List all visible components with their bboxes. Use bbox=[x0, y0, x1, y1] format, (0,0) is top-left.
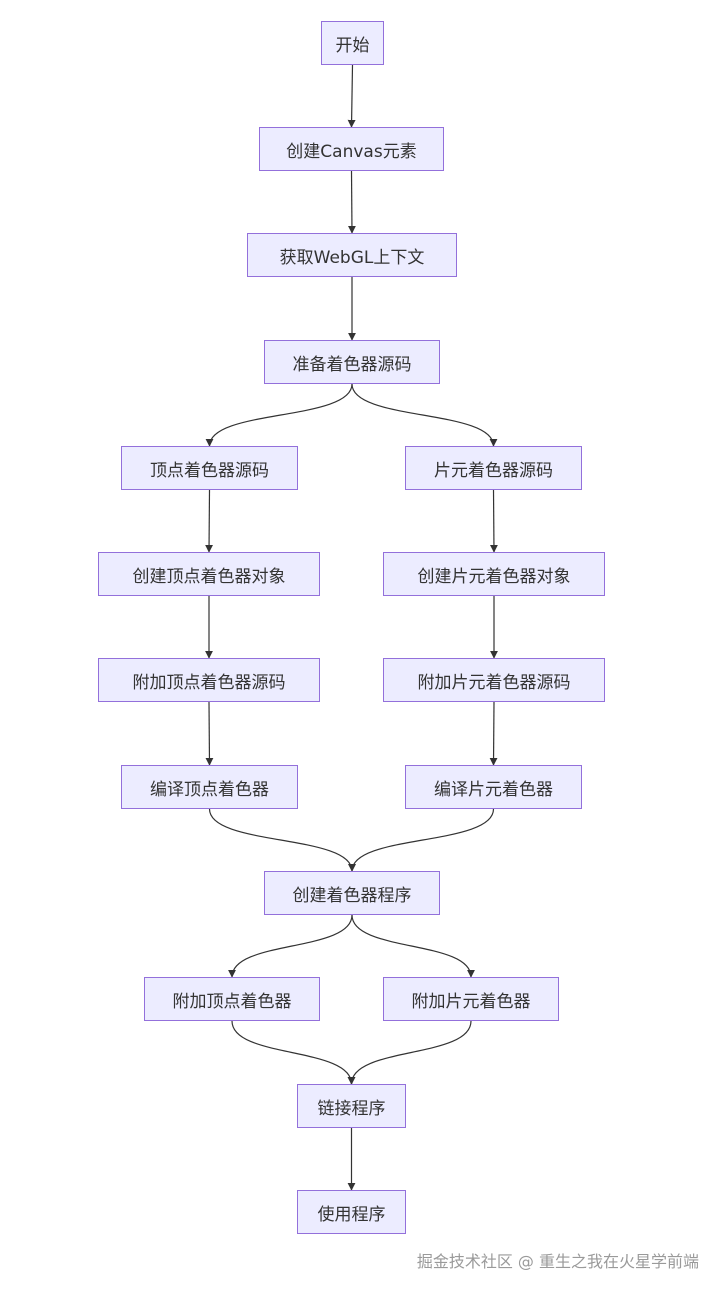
edge-fragment_source-to-create_fragment_shader bbox=[489, 489, 498, 553]
edge-prepare_source-to-vertex_source bbox=[205, 383, 353, 447]
node-compile-vertex-label: 编译顶点着色器 bbox=[150, 779, 269, 800]
node-prepare-source: 准备着色器源码 bbox=[264, 340, 440, 384]
node-compile-vertex: 编译顶点着色器 bbox=[121, 765, 298, 809]
node-attach-vertex-shader: 附加顶点着色器 bbox=[144, 977, 320, 1021]
node-start: 开始 bbox=[321, 21, 384, 65]
node-start-label: 开始 bbox=[335, 35, 370, 56]
edge-attach_fragment_shader-to-link_program bbox=[347, 1020, 472, 1085]
edge-attach_fragment_source-to-compile_fragment bbox=[489, 701, 498, 766]
node-create-vertex-shader: 创建顶点着色器对象 bbox=[98, 552, 320, 596]
node-use-program-label: 使用程序 bbox=[317, 1204, 386, 1225]
node-fragment-source-label: 片元着色器源码 bbox=[434, 460, 553, 481]
node-attach-fragment-source: 附加片元着色器源码 bbox=[383, 658, 605, 702]
edge-attach_vertex_shader-to-link_program bbox=[231, 1020, 356, 1085]
edge-start-to-create_canvas bbox=[347, 64, 356, 128]
node-link-program: 链接程序 bbox=[297, 1084, 406, 1128]
node-fragment-source: 片元着色器源码 bbox=[405, 446, 582, 490]
edge-attach_vertex_source-to-compile_vertex bbox=[205, 701, 214, 766]
node-create-fragment-shader: 创建片元着色器对象 bbox=[383, 552, 605, 596]
node-use-program: 使用程序 bbox=[297, 1190, 406, 1234]
node-link-program-label: 链接程序 bbox=[317, 1098, 386, 1119]
node-compile-fragment: 编译片元着色器 bbox=[405, 765, 582, 809]
node-vertex-source: 顶点着色器源码 bbox=[121, 446, 298, 490]
node-attach-vertex-shader-label: 附加顶点着色器 bbox=[172, 991, 292, 1012]
node-create-program: 创建着色器程序 bbox=[264, 871, 440, 915]
node-get-context: 获取WebGL上下文 bbox=[247, 233, 457, 277]
node-create-fragment-shader-label: 创建片元着色器对象 bbox=[417, 566, 571, 587]
node-vertex-source-label: 顶点着色器源码 bbox=[150, 460, 269, 481]
node-create-program-label: 创建着色器程序 bbox=[292, 885, 412, 906]
edge-compile_vertex-to-create_program bbox=[208, 808, 356, 872]
node-create-vertex-shader-label: 创建顶点着色器对象 bbox=[132, 566, 286, 587]
node-get-context-label: 获取WebGL上下文 bbox=[279, 247, 425, 268]
node-attach-fragment-source-label: 附加片元着色器源码 bbox=[417, 672, 571, 693]
node-attach-vertex-source: 附加顶点着色器源码 bbox=[98, 658, 320, 702]
node-create-canvas-label: 创建Canvas元素 bbox=[286, 141, 417, 162]
node-attach-vertex-source-label: 附加顶点着色器源码 bbox=[132, 672, 286, 693]
edge-create_canvas-to-get_context bbox=[347, 170, 356, 234]
node-attach-fragment-shader-label: 附加片元着色器 bbox=[411, 991, 531, 1012]
edge-vertex_source-to-create_vertex_shader bbox=[205, 489, 214, 553]
node-prepare-source-label: 准备着色器源码 bbox=[292, 354, 412, 375]
edge-create_program-to-attach_fragment_shader bbox=[351, 914, 475, 978]
edge-create_program-to-attach_vertex_shader bbox=[228, 914, 353, 978]
node-compile-fragment-label: 编译片元着色器 bbox=[434, 779, 553, 800]
node-attach-fragment-shader: 附加片元着色器 bbox=[383, 977, 559, 1021]
edge-compile_fragment-to-create_program bbox=[348, 808, 495, 872]
node-create-canvas: 创建Canvas元素 bbox=[259, 127, 444, 171]
watermark: 掘金技术社区 @ 重生之我在火星学前端 bbox=[416, 1252, 699, 1271]
edge-prepare_source-to-fragment_source bbox=[351, 383, 498, 447]
